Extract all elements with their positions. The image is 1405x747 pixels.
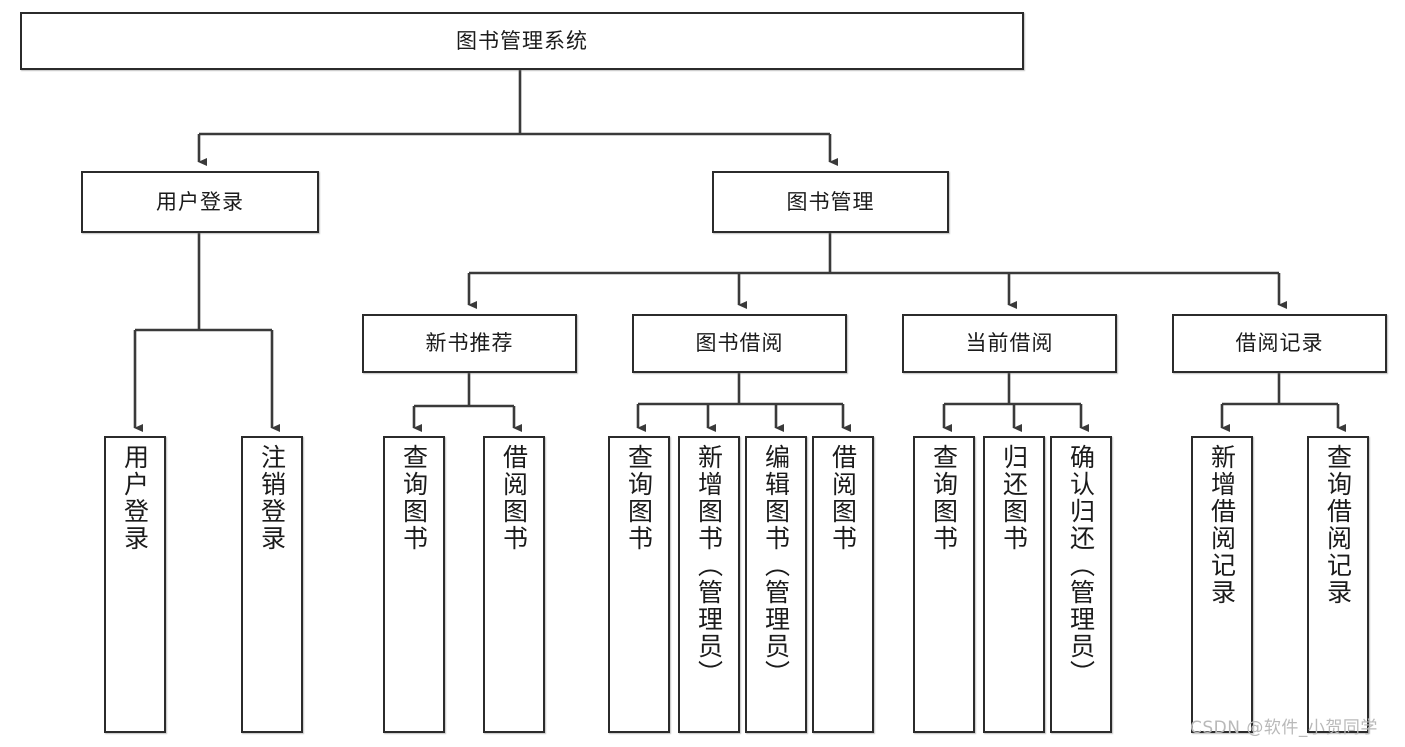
node-book-manage-label: 图书管理	[786, 189, 875, 214]
node-current-borrow[interactable]: 当前借阅	[902, 314, 1117, 373]
node-leaf-confirm-return[interactable]: 确认归还（管理员）	[1050, 436, 1112, 733]
node-new-book-rec-label: 新书推荐	[425, 331, 514, 356]
node-leaf-add-record[interactable]: 新增借阅记录	[1191, 436, 1253, 733]
node-leaf-add-book-label: 新增图书（管理员）	[694, 444, 724, 687]
node-leaf-edit-book[interactable]: 编辑图书（管理员）	[745, 436, 807, 733]
node-leaf-confirm-return-label: 确认归还（管理员）	[1066, 444, 1096, 687]
node-leaf-query-record-label: 查询借阅记录	[1323, 444, 1353, 606]
node-borrow-record[interactable]: 借阅记录	[1172, 314, 1387, 373]
node-leaf-edit-book-label: 编辑图书（管理员）	[761, 444, 791, 687]
node-leaf-logout-label: 注销登录	[257, 444, 287, 552]
node-leaf-borrow-book-b[interactable]: 借阅图书	[812, 436, 874, 733]
node-leaf-return-book-label: 归还图书	[999, 444, 1029, 552]
node-root[interactable]: 图书管理系统	[20, 12, 1024, 70]
node-leaf-borrow-book-a-label: 借阅图书	[499, 444, 529, 552]
node-leaf-user-login[interactable]: 用户登录	[104, 436, 166, 733]
node-leaf-query-book-a-label: 查询图书	[399, 444, 429, 552]
node-leaf-borrow-book-a[interactable]: 借阅图书	[483, 436, 545, 733]
node-leaf-query-record[interactable]: 查询借阅记录	[1307, 436, 1369, 733]
csdn-watermark: CSDN @软件_小贺同学	[1190, 718, 1378, 738]
node-book-manage[interactable]: 图书管理	[712, 171, 949, 233]
node-leaf-add-record-label: 新增借阅记录	[1207, 444, 1237, 606]
node-leaf-return-book[interactable]: 归还图书	[983, 436, 1045, 733]
node-leaf-query-book-b[interactable]: 查询图书	[608, 436, 670, 733]
node-new-book-rec[interactable]: 新书推荐	[362, 314, 577, 373]
node-leaf-query-book-c-label: 查询图书	[929, 444, 959, 552]
node-book-borrow-label: 图书借阅	[695, 331, 784, 356]
node-book-borrow[interactable]: 图书借阅	[632, 314, 847, 373]
node-leaf-query-book-a[interactable]: 查询图书	[383, 436, 445, 733]
node-leaf-add-book[interactable]: 新增图书（管理员）	[678, 436, 740, 733]
node-leaf-logout[interactable]: 注销登录	[241, 436, 303, 733]
node-user-login-label: 用户登录	[156, 189, 244, 214]
node-leaf-user-login-label: 用户登录	[120, 444, 150, 552]
node-current-borrow-label: 当前借阅	[965, 331, 1054, 356]
node-leaf-query-book-b-label: 查询图书	[624, 444, 654, 552]
node-leaf-query-book-c[interactable]: 查询图书	[913, 436, 975, 733]
node-root-label: 图书管理系统	[456, 28, 588, 53]
node-borrow-record-label: 借阅记录	[1235, 331, 1324, 356]
node-leaf-borrow-book-b-label: 借阅图书	[828, 444, 858, 552]
node-user-login[interactable]: 用户登录	[81, 171, 319, 233]
